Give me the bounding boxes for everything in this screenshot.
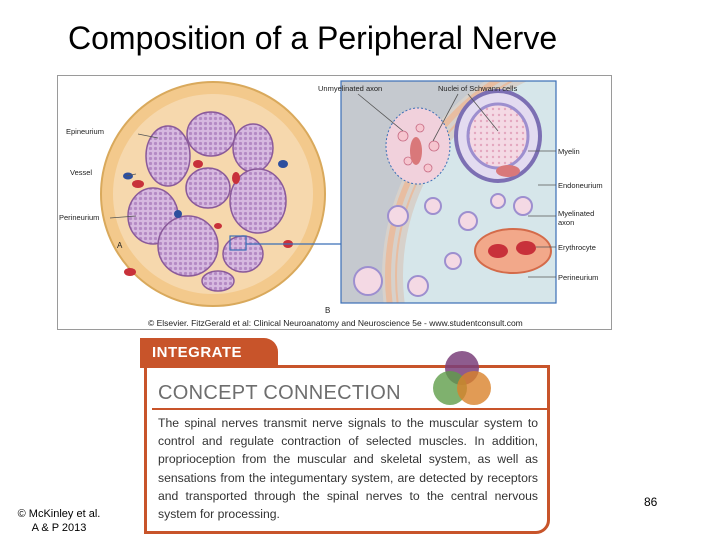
label-epineurium: Epineurium xyxy=(66,127,104,136)
copyright-line-1: © McKinley et al. xyxy=(17,508,101,520)
label-unmyelinated-axon: Unmyelinated axon xyxy=(318,84,382,93)
slide-title: Composition of a Peripheral Nerve xyxy=(68,20,558,56)
copyright-notice: © McKinley et al. A & P 2013 xyxy=(4,507,114,535)
label-endoneurium: Endoneurium xyxy=(558,181,603,190)
nerve-figure: Epineurium Vessel Perineurium A xyxy=(57,75,612,330)
cross-section-panel-a: Epineurium Vessel Perineurium A xyxy=(59,81,326,307)
label-myelinated-axon-2: axon xyxy=(558,218,574,227)
fascicle xyxy=(145,125,191,187)
nerve-illustration: Epineurium Vessel Perineurium A xyxy=(59,80,603,315)
figure-caption: © Elsevier. FitzGerald et al: Clinical N… xyxy=(148,318,523,328)
label-vessel: Vessel xyxy=(70,168,92,177)
label-myelin: Myelin xyxy=(558,147,580,156)
copyright-line-2: A & P 2013 xyxy=(31,522,87,534)
fascicle xyxy=(229,168,287,234)
label-perineurium-left: Perineurium xyxy=(59,213,99,222)
label-schwann-nuclei: Nuclei of Schwann cells xyxy=(438,84,517,93)
concept-body-text: The spinal nerves transmit nerve signals… xyxy=(158,416,538,522)
label-perineurium-right: Perineurium xyxy=(558,273,598,282)
fascicle xyxy=(186,111,236,157)
heading-divider xyxy=(152,408,548,410)
integrate-callout: INTEGRATE CONCEPT CONNECTION The spinal … xyxy=(140,338,550,534)
fascicle xyxy=(157,215,219,277)
fascicle xyxy=(222,235,264,273)
concept-heading: CONCEPT CONNECTION xyxy=(158,382,401,404)
panel-b-letter: B xyxy=(325,306,330,315)
label-myelinated-axon: Myelinated xyxy=(558,209,594,218)
label-erythrocyte: Erythrocyte xyxy=(558,243,596,252)
panel-a-letter: A xyxy=(117,241,123,250)
magnified-panel-b xyxy=(341,81,556,303)
integrate-tab: INTEGRATE xyxy=(140,338,278,368)
fascicle xyxy=(201,270,235,292)
page-number: 86 xyxy=(644,495,658,509)
venn-icon xyxy=(433,351,491,405)
fascicle xyxy=(232,123,274,173)
fascicle xyxy=(185,167,231,209)
